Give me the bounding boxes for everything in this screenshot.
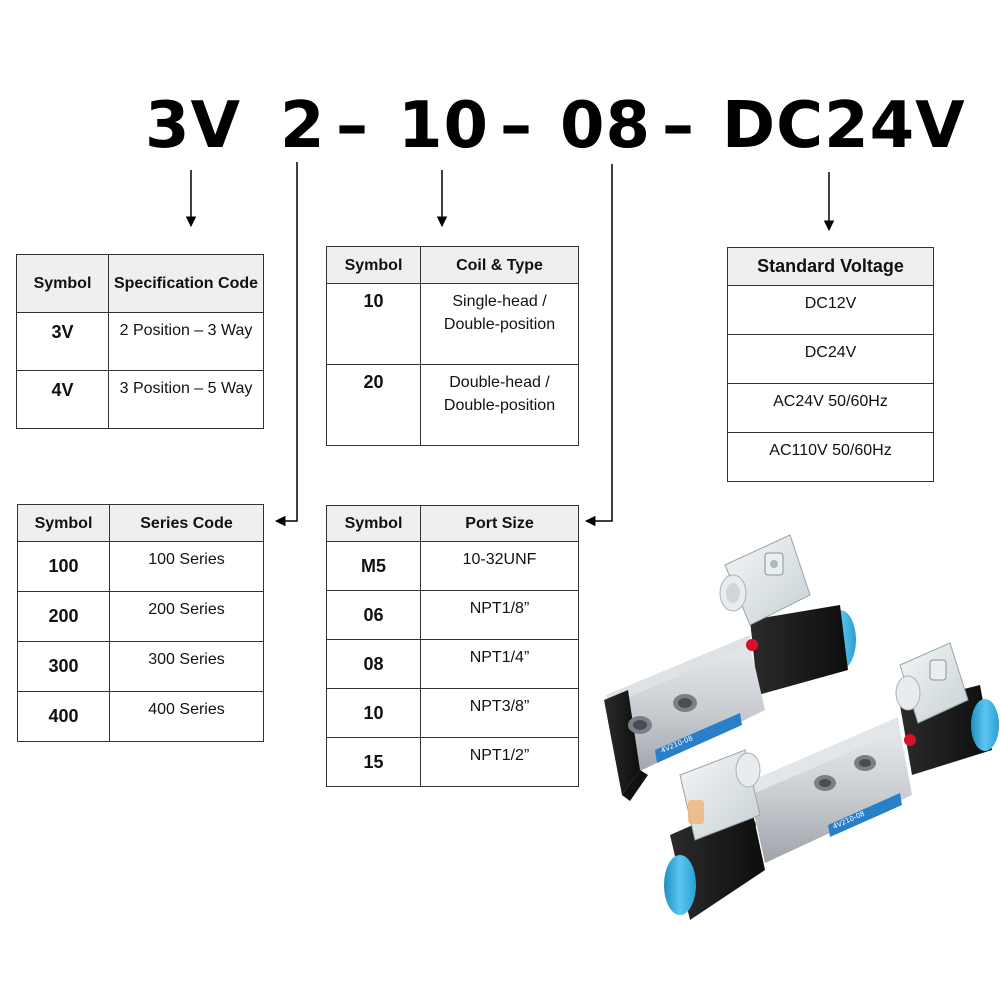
code-separator: –	[336, 89, 369, 163]
solenoid-valve-photo: 4V210-08 4V210-08	[604, 534, 999, 920]
value-cell: NPT1/4”	[420, 639, 579, 689]
coil-type-table: Symbol Coil & Type 10 Single-head / Doub…	[326, 246, 579, 446]
column-header: Port Size	[420, 505, 579, 542]
symbol-cell: 08	[326, 639, 421, 689]
column-header: Coil & Type	[420, 246, 579, 284]
symbol-cell: 10	[326, 688, 421, 738]
front-valve: 4V210-08	[664, 642, 999, 920]
code-size: 2	[280, 89, 326, 163]
value-cell: DC24V	[727, 334, 934, 384]
column-header: Symbol	[326, 246, 421, 284]
value-cell: 400 Series	[109, 691, 264, 742]
table-row: 4V 3 Position – 5 Way	[16, 370, 264, 429]
value-cell: 300 Series	[109, 641, 264, 692]
table-row: 200 200 Series	[17, 591, 264, 642]
table-row: 400 400 Series	[17, 691, 264, 742]
table-row: 06 NPT1/8”	[326, 590, 579, 640]
rear-valve: 4V210-08	[604, 534, 856, 801]
arrow-port	[584, 164, 613, 527]
symbol-cell: 4V	[16, 370, 109, 429]
table-row: 3V 2 Position – 3 Way	[16, 312, 264, 371]
column-header: Standard Voltage	[727, 247, 934, 286]
series-code-table: Symbol Series Code 100 100 Series 200 20…	[17, 504, 264, 742]
table-row: AC110V 50/60Hz	[727, 432, 934, 482]
value-cell: NPT1/8”	[420, 590, 579, 640]
value-cell: 10-32UNF	[420, 541, 579, 591]
symbol-cell: 3V	[16, 312, 109, 371]
table-row: 10 NPT3/8”	[326, 688, 579, 738]
table-row: 20 Double-head / Double-position	[326, 364, 579, 446]
symbol-cell: 300	[17, 641, 110, 692]
code-separator: –	[662, 89, 695, 163]
code-voltage: DC24V	[722, 89, 966, 163]
column-header: Symbol	[17, 504, 110, 542]
value-cell: NPT1/2”	[420, 737, 579, 787]
value-cell: AC110V 50/60Hz	[727, 432, 934, 482]
code-separator: –	[500, 89, 533, 163]
column-header: Specification Code	[108, 254, 264, 313]
symbol-cell: 10	[326, 283, 421, 365]
table-row: 15 NPT1/2”	[326, 737, 579, 787]
table-row: 100 100 Series	[17, 541, 264, 592]
table-row: M5 10-32UNF	[326, 541, 579, 591]
value-cell: 100 Series	[109, 541, 264, 592]
value-cell: DC12V	[727, 285, 934, 335]
value-cell: NPT3/8”	[420, 688, 579, 738]
port-size-table: Symbol Port Size M5 10-32UNF 06 NPT1/8” …	[326, 505, 579, 787]
table-row: 300 300 Series	[17, 641, 264, 692]
specification-table: Symbol Specification Code 3V 2 Position …	[16, 254, 264, 429]
code-coil: 10	[398, 89, 490, 163]
value-cell: Double-head / Double-position	[420, 364, 579, 446]
symbol-cell: M5	[326, 541, 421, 591]
symbol-cell: 20	[326, 364, 421, 446]
symbol-cell: 15	[326, 737, 421, 787]
value-cell: Single-head / Double-position	[420, 283, 579, 365]
column-header: Symbol	[16, 254, 109, 313]
symbol-cell: 100	[17, 541, 110, 592]
symbol-cell: 06	[326, 590, 421, 640]
table-row: 08 NPT1/4”	[326, 639, 579, 689]
column-header: Symbol	[326, 505, 421, 542]
table-row: DC12V	[727, 285, 934, 335]
table-row: AC24V 50/60Hz	[727, 383, 934, 433]
value-cell: 2 Position – 3 Way	[108, 312, 264, 371]
value-cell: AC24V 50/60Hz	[727, 383, 934, 433]
code-series: 3V	[145, 89, 242, 163]
standard-voltage-table: Standard Voltage DC12V DC24V AC24V 50/60…	[727, 247, 934, 482]
arrow-size	[274, 162, 298, 527]
column-header: Series Code	[109, 504, 264, 542]
symbol-cell: 400	[17, 691, 110, 742]
value-cell: 3 Position – 5 Way	[108, 370, 264, 429]
table-row: DC24V	[727, 334, 934, 384]
value-cell: 200 Series	[109, 591, 264, 642]
symbol-cell: 200	[17, 591, 110, 642]
code-port: 08	[560, 89, 652, 163]
table-row: 10 Single-head / Double-position	[326, 283, 579, 365]
